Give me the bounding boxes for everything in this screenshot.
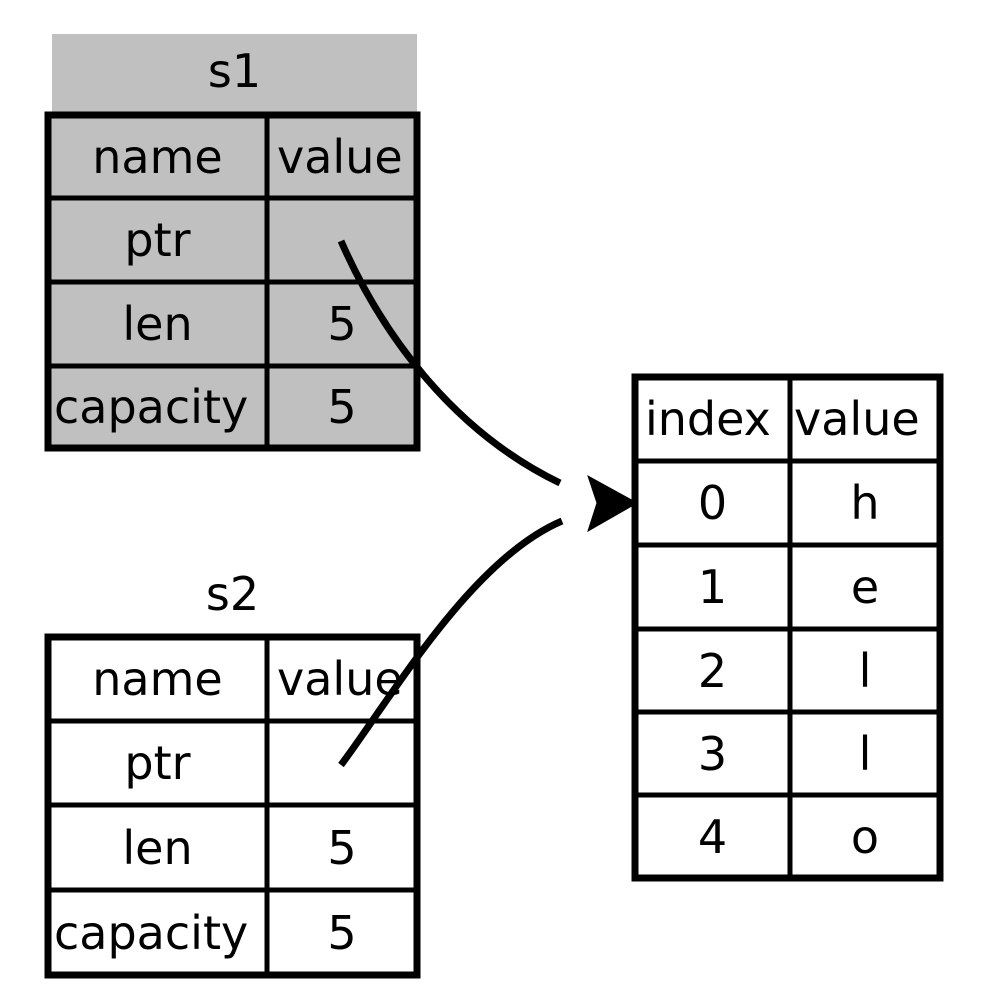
s2-cell-name-ptr: ptr [124, 736, 191, 790]
s2-header-value: value [277, 652, 403, 706]
s1-cell-name-capacity: capacity [54, 380, 249, 434]
data-cell-value-0: h [850, 476, 880, 530]
s2-header-name: name [92, 652, 223, 706]
s1-cell-value-ptr [267, 198, 417, 282]
data-cell-index-3: 3 [697, 726, 728, 781]
s2-cell-name-len: len [122, 820, 193, 875]
data-cell-value-4: o [850, 809, 880, 864]
data-header-value: value [794, 392, 920, 446]
s1-title: s1 [207, 44, 262, 98]
data-header-index: index [645, 392, 771, 446]
s1-title-band [52, 34, 417, 115]
data-cell-index-1: 1 [697, 560, 728, 614]
s2-cell-value-capacity: 5 [327, 905, 357, 960]
s1-cell-name-len: len [122, 297, 193, 351]
s1-cell-value-capacity: 5 [327, 380, 357, 434]
s1-cell-name-ptr: ptr [124, 213, 191, 267]
s2-title: s2 [205, 567, 260, 621]
s2-cell-name-capacity: capacity [54, 905, 249, 960]
s2-cell-value-ptr [267, 721, 417, 805]
data-cell-index-0: 0 [697, 476, 728, 530]
data-cell-value-1: e [850, 560, 880, 614]
s1-cell-value-len: 5 [327, 297, 357, 351]
s2-cell-value-len: 5 [327, 820, 357, 875]
data-cell-value-3: l [858, 726, 872, 781]
data-cell-value-2: l [858, 643, 872, 698]
s1-header-value: value [277, 129, 403, 184]
data-cell-index-4: 4 [697, 809, 728, 864]
s1-header-name: name [92, 129, 223, 184]
data-cell-index-2: 2 [697, 643, 728, 698]
